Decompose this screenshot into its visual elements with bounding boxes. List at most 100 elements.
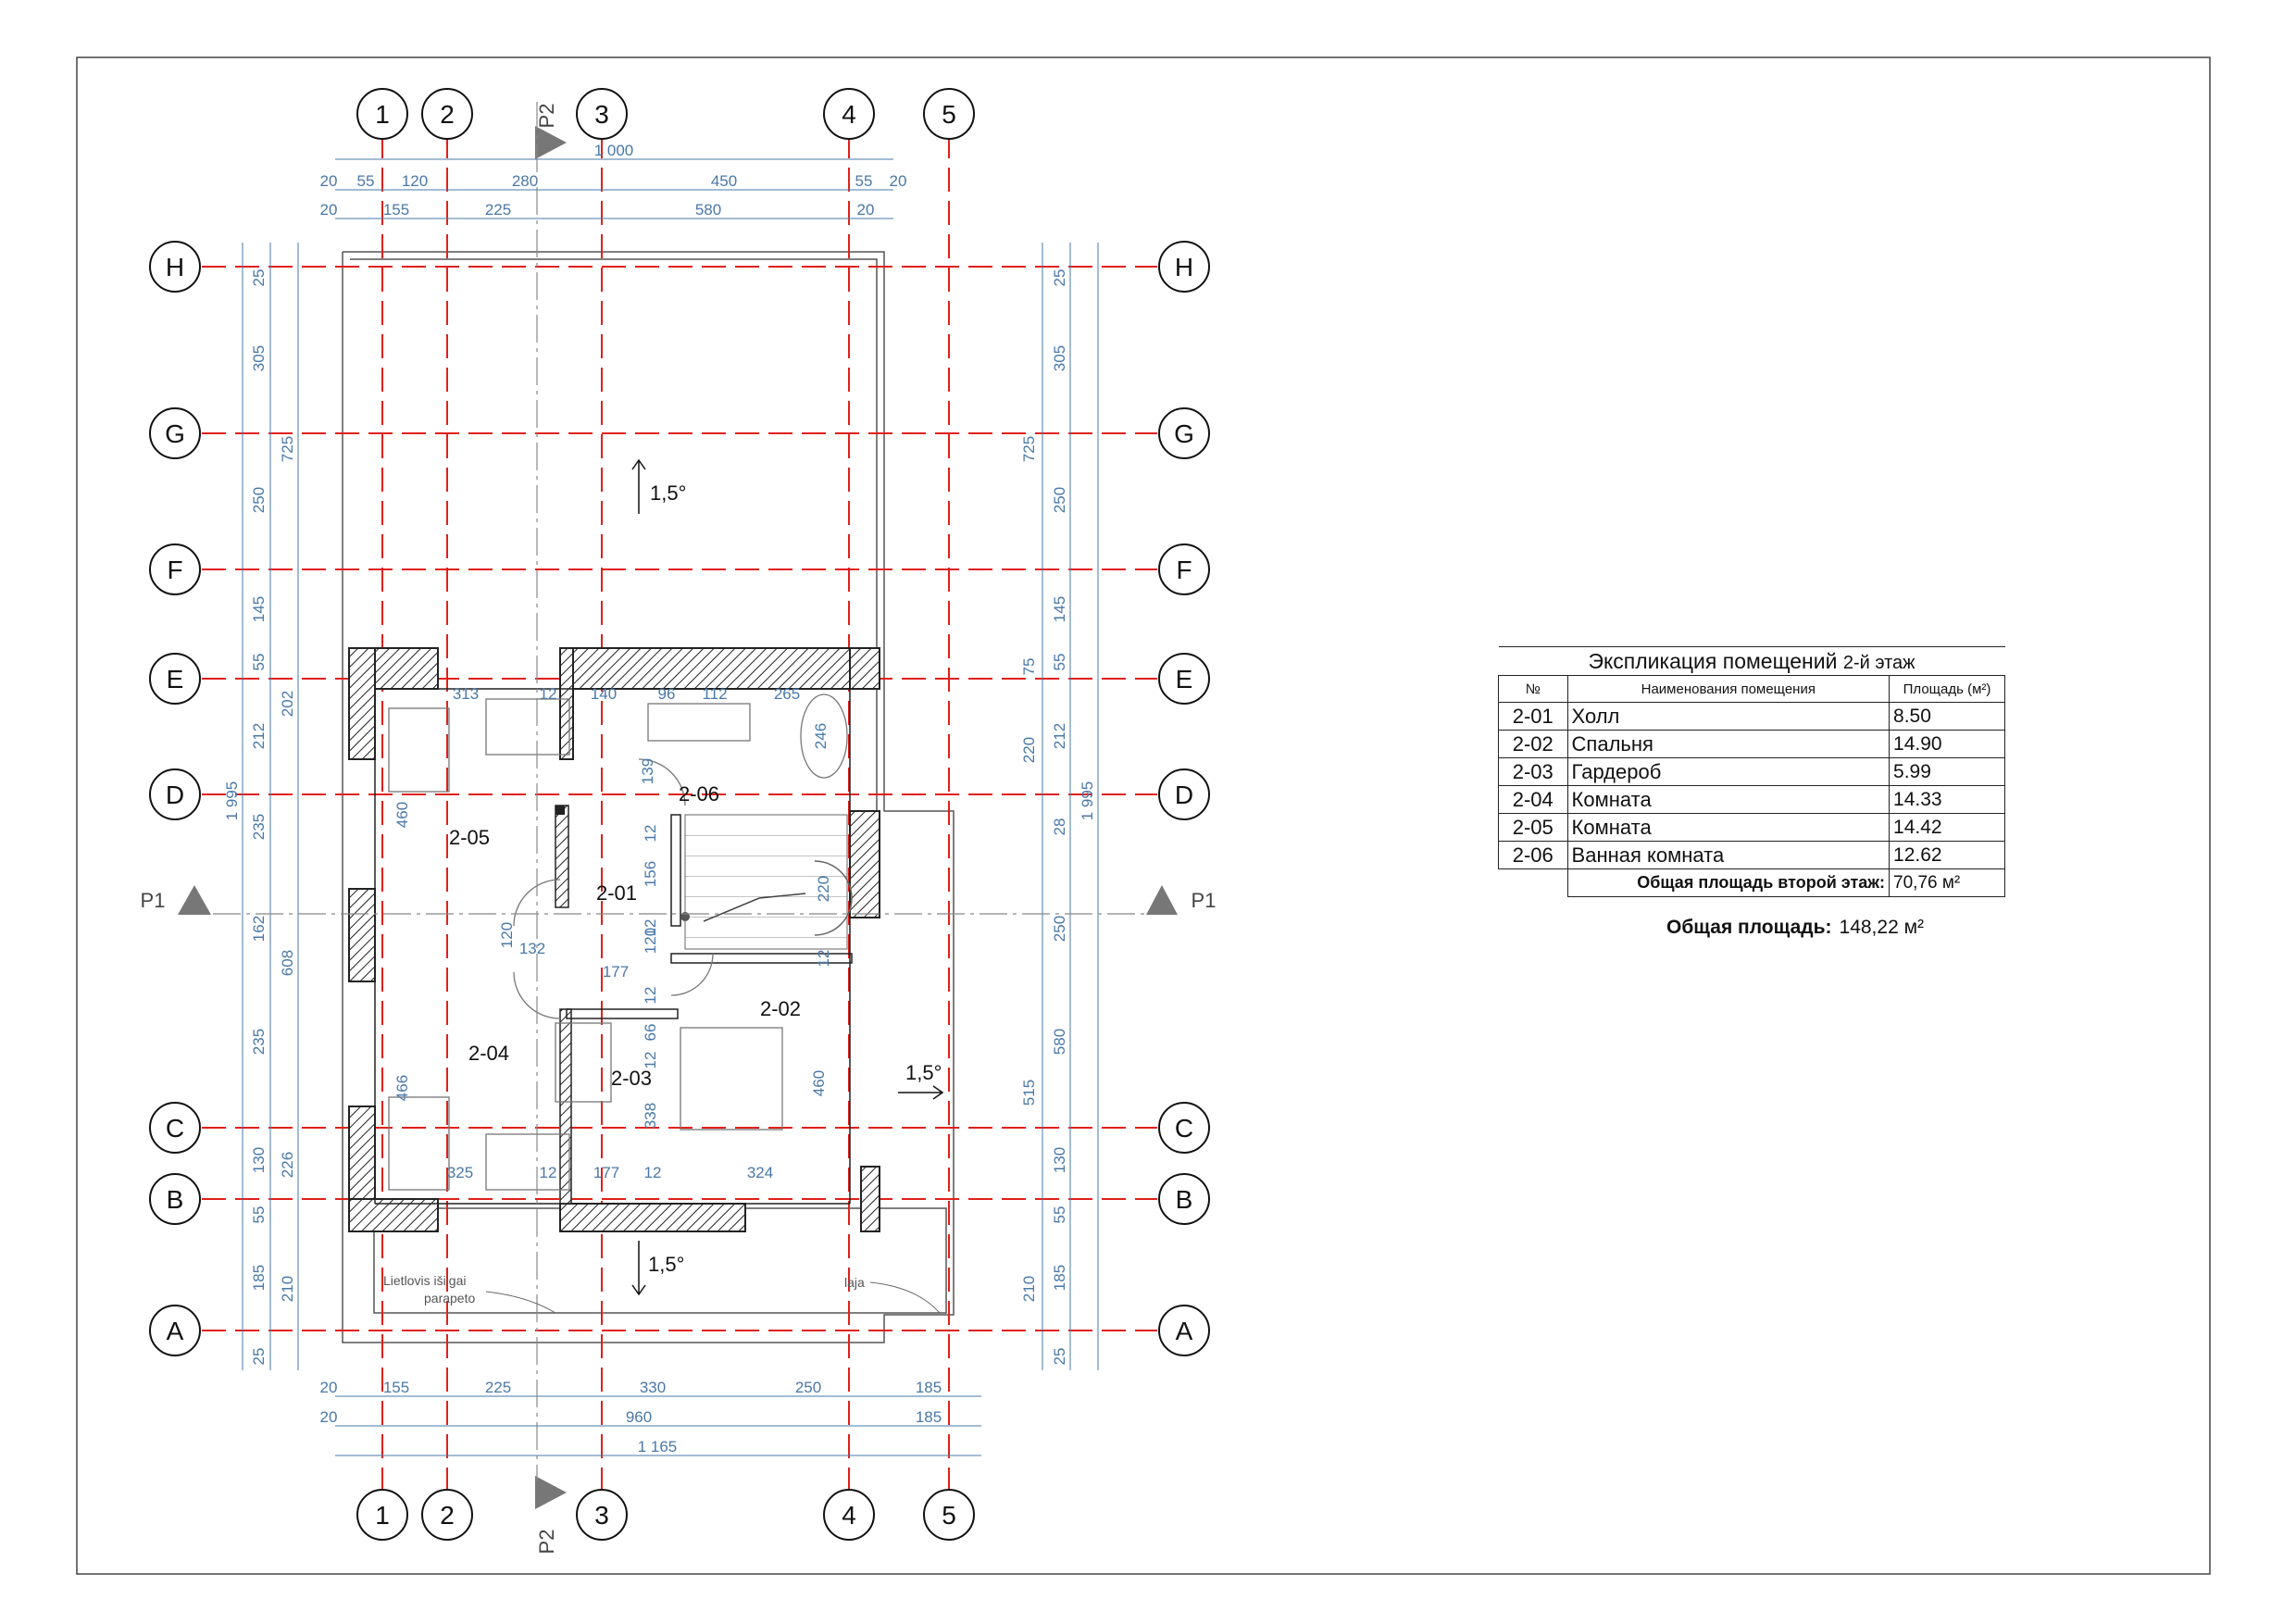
dim-left-mid: 202 (279, 691, 296, 717)
grid-bubble-left-C-label: C (166, 1114, 184, 1143)
dim-interior: 12 (540, 685, 557, 703)
dim-left-mid: 210 (279, 1276, 296, 1302)
walls (348, 647, 880, 1232)
grand-total: Общая площадь: 148,22 м² (1666, 917, 1924, 939)
dim-right-mid: 220 (1020, 737, 1038, 763)
dim-top-row1: 20 (890, 172, 907, 190)
grid-bubble-left-F-label: F (167, 556, 182, 584)
grid-bubble-right-F-label: F (1176, 556, 1192, 584)
dim-bottom-row1: 330 (640, 1379, 666, 1396)
grid-bubble-bottom-1-label: 1 (375, 1501, 390, 1530)
grid-bubble-right-E-label: E (1176, 665, 1193, 693)
dim-bottom-row1: 20 (320, 1379, 338, 1396)
dim-left-outer: 212 (250, 723, 268, 749)
room-label-2-01: 2-01 (596, 881, 637, 905)
dim-interior: 12 (642, 987, 659, 1005)
dim-interior: 12 (815, 950, 832, 968)
room-name: Комната (1566, 785, 1890, 814)
room-area: 8.50 (1889, 702, 2005, 731)
grid-bubble-bottom-4: 4 (823, 1489, 875, 1541)
room-number: 2-05 (1498, 813, 1568, 842)
grid-bubble-top-2: 2 (421, 88, 473, 140)
dim-left-outer: 130 (250, 1147, 268, 1173)
section-p2-top-label: P2 (535, 104, 558, 129)
dim-right-outer: 145 (1051, 596, 1068, 622)
dim-interior: 120 (498, 922, 516, 948)
gutter-note-line2: parapeto (424, 1291, 475, 1305)
explication-floor: 2-й этаж (1842, 652, 1915, 673)
grid-bubble-top-1: 1 (356, 88, 408, 140)
dim-right-outer: 212 (1051, 723, 1068, 749)
dim-interior: 12 (642, 1052, 659, 1069)
room-label-2-06: 2-06 (679, 782, 719, 806)
dim-bottom-row1: 225 (485, 1379, 511, 1396)
grand-total-value: 148,22 м² (1839, 917, 1925, 938)
grid-bubble-right-G: G (1158, 407, 1210, 459)
section-p1-left-marker (178, 885, 211, 915)
grid-bubble-left-A: A (149, 1305, 201, 1356)
grid-bubble-right-A-label: A (1176, 1317, 1193, 1345)
table-row: 2-04 Комната 14.33 (1498, 785, 2005, 814)
section-p2-top-marker (535, 126, 567, 159)
grid-bubble-top-4-label: 4 (842, 100, 856, 129)
slope-label-right: 1,5° (905, 1061, 942, 1084)
dim-right-outer: 250 (1051, 487, 1068, 513)
dim-top-row1: 280 (512, 172, 538, 190)
header-area: Площадь (м²) (1889, 675, 2005, 703)
dim-top-row2: 20 (857, 201, 875, 219)
room-number: 2-06 (1498, 841, 1568, 869)
room-name: Спальня (1566, 730, 1890, 758)
dim-right-outer: 580 (1051, 1029, 1068, 1055)
dim-interior: 140 (591, 685, 617, 703)
dim-bottom-row1: 185 (916, 1379, 942, 1396)
dim-right-outer: 55 (1051, 654, 1068, 671)
dim-left-outer: 55 (250, 654, 268, 671)
grid-bubble-right-C-label: C (1175, 1114, 1193, 1143)
grid-bubble-bottom-2: 2 (421, 1489, 473, 1541)
dim-interior: 120 (642, 928, 659, 954)
grid-bubble-bottom-5-label: 5 (942, 1501, 956, 1530)
furniture (388, 693, 848, 1191)
dim-interior: 338 (642, 1103, 659, 1129)
dim-top-row1: 55 (357, 172, 375, 190)
grid-bubble-left-D-label: D (166, 781, 184, 809)
dim-right-total: 1 995 (1079, 781, 1096, 821)
table-row: 2-02 Спальня 14.90 (1498, 730, 2005, 758)
dim-bottom-row2: 185 (916, 1408, 942, 1426)
room-explication-table: Экспликация помещений 2-й этаж № Наимено… (1498, 646, 2005, 897)
grand-total-label: Общая площадь: (1666, 917, 1832, 938)
grid-bubble-left-F: F (149, 543, 201, 595)
table-row: 2-03 Гардероб 5.99 (1498, 757, 2005, 786)
dim-bottom-row2: 960 (626, 1408, 652, 1426)
room-number: 2-01 (1498, 702, 1568, 731)
grid-bubble-bottom-4-label: 4 (842, 1501, 856, 1530)
room-label-2-04: 2-04 (468, 1042, 509, 1065)
grid-bubble-right-C: C (1158, 1102, 1210, 1154)
grid-bubble-left-C: C (149, 1102, 201, 1154)
dim-left-outer: 250 (250, 487, 268, 513)
grid-bubble-top-3: 3 (576, 88, 628, 140)
section-p2-bottom-marker (535, 1476, 567, 1509)
grid-bubble-right-E: E (1158, 653, 1210, 705)
dim-top-row2: 225 (485, 201, 511, 219)
grid-bubble-top-3-label: 3 (594, 100, 609, 129)
dim-interior: 132 (519, 940, 545, 957)
header-name: Наименования помещения (1566, 675, 1890, 703)
grid-bubble-top-4: 4 (823, 88, 875, 140)
grid-bubble-bottom-5: 5 (923, 1489, 975, 1541)
dim-right-outer: 130 (1051, 1147, 1068, 1173)
grid-bubble-left-D: D (149, 768, 201, 820)
dim-left-outer: 235 (250, 1029, 268, 1055)
dim-top-total: 1 000 (594, 142, 634, 159)
table-row: 2-05 Комната 14.42 (1498, 813, 2005, 842)
dim-right-mid: 75 (1020, 658, 1038, 676)
dim-top-row1: 55 (855, 172, 873, 190)
dim-interior: 156 (642, 861, 659, 887)
dim-right-outer: 250 (1051, 916, 1068, 942)
slope-label-bottom: 1,5° (648, 1253, 684, 1276)
dim-interior: 177 (593, 1164, 619, 1181)
grid-bubble-right-D-label: D (1175, 781, 1193, 809)
dim-right-outer: 185 (1051, 1265, 1068, 1291)
dim-left-outer: 185 (250, 1265, 268, 1291)
slope-arrows (631, 458, 944, 1296)
